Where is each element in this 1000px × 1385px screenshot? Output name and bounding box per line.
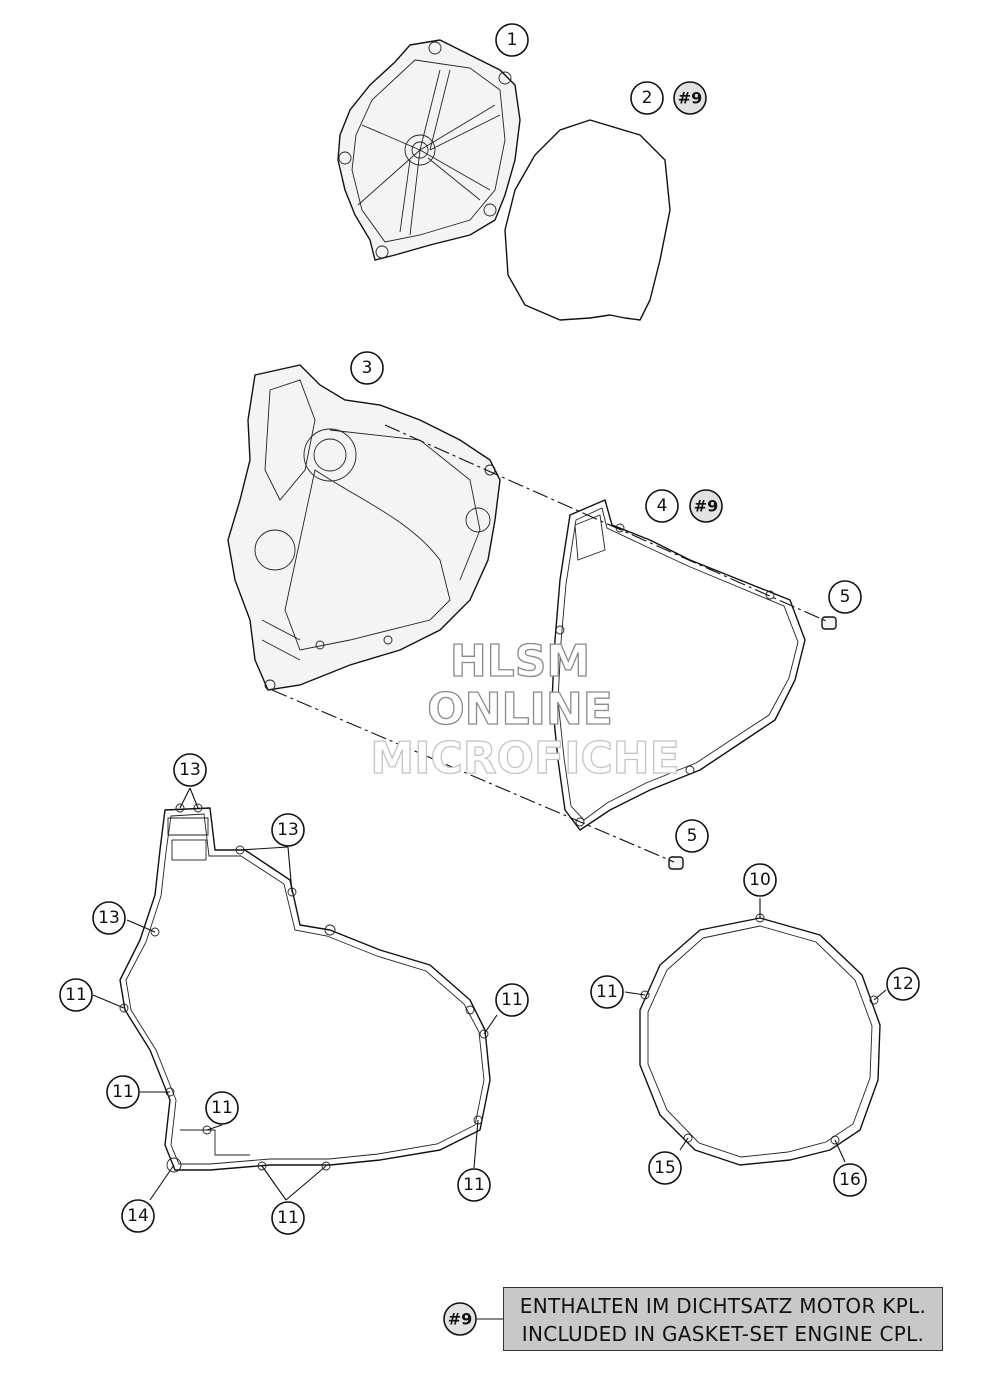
callout-13-top: 13 (173, 753, 207, 787)
legend-line-english: INCLUDED IN GASKET-SET ENGINE CPL. (521, 1322, 925, 1346)
legend-symbol: #9 (443, 1302, 477, 1336)
callout-11-c: 11 (106, 1075, 140, 1109)
callout-4-ref: #9 (689, 489, 723, 523)
callout-11-c-label: 11 (112, 1082, 134, 1102)
callout-4-label: 4 (657, 496, 668, 516)
callout-13-left: 13 (92, 901, 126, 935)
callout-13-mid: 13 (271, 813, 305, 847)
callout-11-e-label: 11 (463, 1175, 485, 1195)
callout-16-label: 16 (839, 1170, 861, 1190)
callout-14: 14 (121, 1199, 155, 1233)
watermark-line-1: HLSM (450, 636, 590, 687)
callout-15-label: 15 (654, 1158, 676, 1178)
callout-11-right-label: 11 (596, 982, 618, 1002)
callout-11-b-label: 11 (501, 990, 523, 1010)
callout-4: 4 (645, 489, 679, 523)
callout-13-mid-label: 13 (277, 820, 299, 840)
callout-4-ref-label: #9 (694, 497, 719, 516)
callout-5-lower-label: 5 (687, 826, 698, 846)
callout-11-f: 11 (271, 1201, 305, 1235)
part-1-outer-clutch-cover (337, 39, 521, 261)
callout-13-left-label: 13 (98, 908, 120, 928)
part-5-dowel-sleeve-upper (821, 616, 837, 630)
part-2-o-ring (504, 119, 671, 321)
callout-11-a: 11 (59, 978, 93, 1012)
callout-10: 10 (743, 863, 777, 897)
callout-2-ref-label: #9 (678, 89, 703, 108)
callout-5-upper-label: 5 (840, 587, 851, 607)
callout-2-ref: #9 (673, 81, 707, 115)
callout-11-right: 11 (590, 975, 624, 1009)
watermark: HLSM ONLINE MICROFICHE (370, 635, 681, 784)
leader-lines (92, 787, 887, 1320)
callout-11-e: 11 (457, 1168, 491, 1202)
callout-10-label: 10 (749, 870, 771, 890)
callout-5-upper: 5 (828, 580, 862, 614)
part-3-inner-clutch-cover (227, 364, 501, 691)
callout-12-label: 12 (892, 974, 914, 994)
callout-5-lower: 5 (675, 819, 709, 853)
callout-13-top-label: 13 (179, 760, 201, 780)
callout-11-b: 11 (495, 983, 529, 1017)
callout-15: 15 (648, 1151, 682, 1185)
legend-note: ENTHALTEN IM DICHTSATZ MOTOR KPL. INCLUD… (503, 1287, 943, 1351)
alignment-lines (271, 424, 827, 863)
callout-3: 3 (350, 351, 384, 385)
callout-2-label: 2 (642, 88, 653, 108)
watermark-line-3: MICROFICHE (370, 733, 679, 784)
legend-symbol-label: #9 (448, 1310, 473, 1329)
gasket-lower-right (639, 913, 881, 1166)
callout-1: 1 (495, 23, 529, 57)
callout-11-d-label: 11 (211, 1098, 233, 1118)
callout-11-f-label: 11 (277, 1208, 299, 1228)
callout-11-d: 11 (205, 1091, 239, 1125)
callout-3-label: 3 (362, 358, 373, 378)
callout-12: 12 (886, 967, 920, 1001)
callout-1-label: 1 (507, 30, 518, 50)
callout-11-a-label: 11 (65, 985, 87, 1005)
callout-16: 16 (833, 1163, 867, 1197)
part-4-clutch-cover-gasket (551, 499, 806, 831)
part-5-dowel-sleeve-lower (668, 856, 684, 870)
legend-line-german: ENTHALTEN IM DICHTSATZ MOTOR KPL. (519, 1294, 927, 1318)
callout-2: 2 (630, 81, 664, 115)
callout-14-label: 14 (127, 1206, 149, 1226)
watermark-line-2: ONLINE (427, 684, 613, 735)
gasket-lower-left (119, 803, 491, 1173)
